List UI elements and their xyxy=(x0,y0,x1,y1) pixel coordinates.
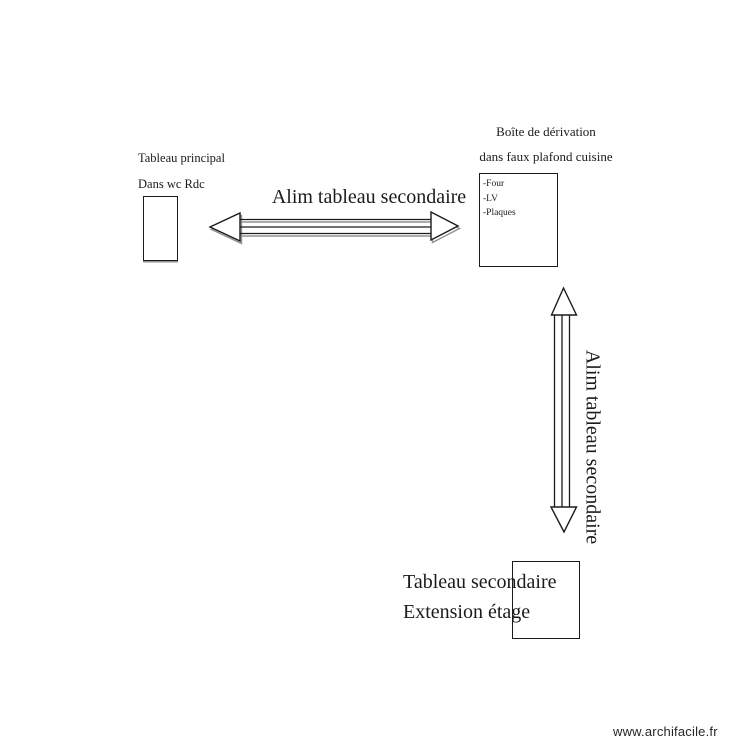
junction-box-label-line1: Boîte de dérivation xyxy=(496,124,596,139)
vertical-link-label: Alim tableau secondaire xyxy=(581,349,604,545)
secondary-panel-box xyxy=(512,561,580,639)
secondary-panel-label: Tableau secondaire Extension étage xyxy=(403,568,557,627)
double-arrow-vertical-icon xyxy=(549,286,578,534)
secondary-panel-label-line2: Extension étage xyxy=(403,600,531,623)
junction-box-circuit-list: -Four -LV -Plaques xyxy=(483,177,516,221)
junction-box xyxy=(479,173,558,267)
horizontal-link-label: Alim tableau secondaire xyxy=(271,186,467,208)
main-panel-label-line2: Dans wc Rdc xyxy=(138,177,205,191)
circuit-item-lv: -LV xyxy=(483,193,498,204)
main-panel-label-line1: Tableau principal xyxy=(138,151,225,165)
junction-box-label-line2: dans faux plafond cuisine xyxy=(479,148,613,164)
junction-box-label: Boîte de dérivation dans faux plafond cu… xyxy=(446,120,646,169)
circuit-item-plaques: -Plaques xyxy=(483,208,516,218)
secondary-panel-label-line1: Tableau secondaire xyxy=(403,571,557,593)
watermark-text: www.archifacile.fr xyxy=(613,724,718,739)
main-panel-label: Tableau principal Dans wc Rdc xyxy=(138,145,225,197)
double-arrow-horizontal-icon xyxy=(208,210,462,245)
circuit-item-four: -Four xyxy=(483,179,505,189)
main-panel-box xyxy=(143,196,178,261)
